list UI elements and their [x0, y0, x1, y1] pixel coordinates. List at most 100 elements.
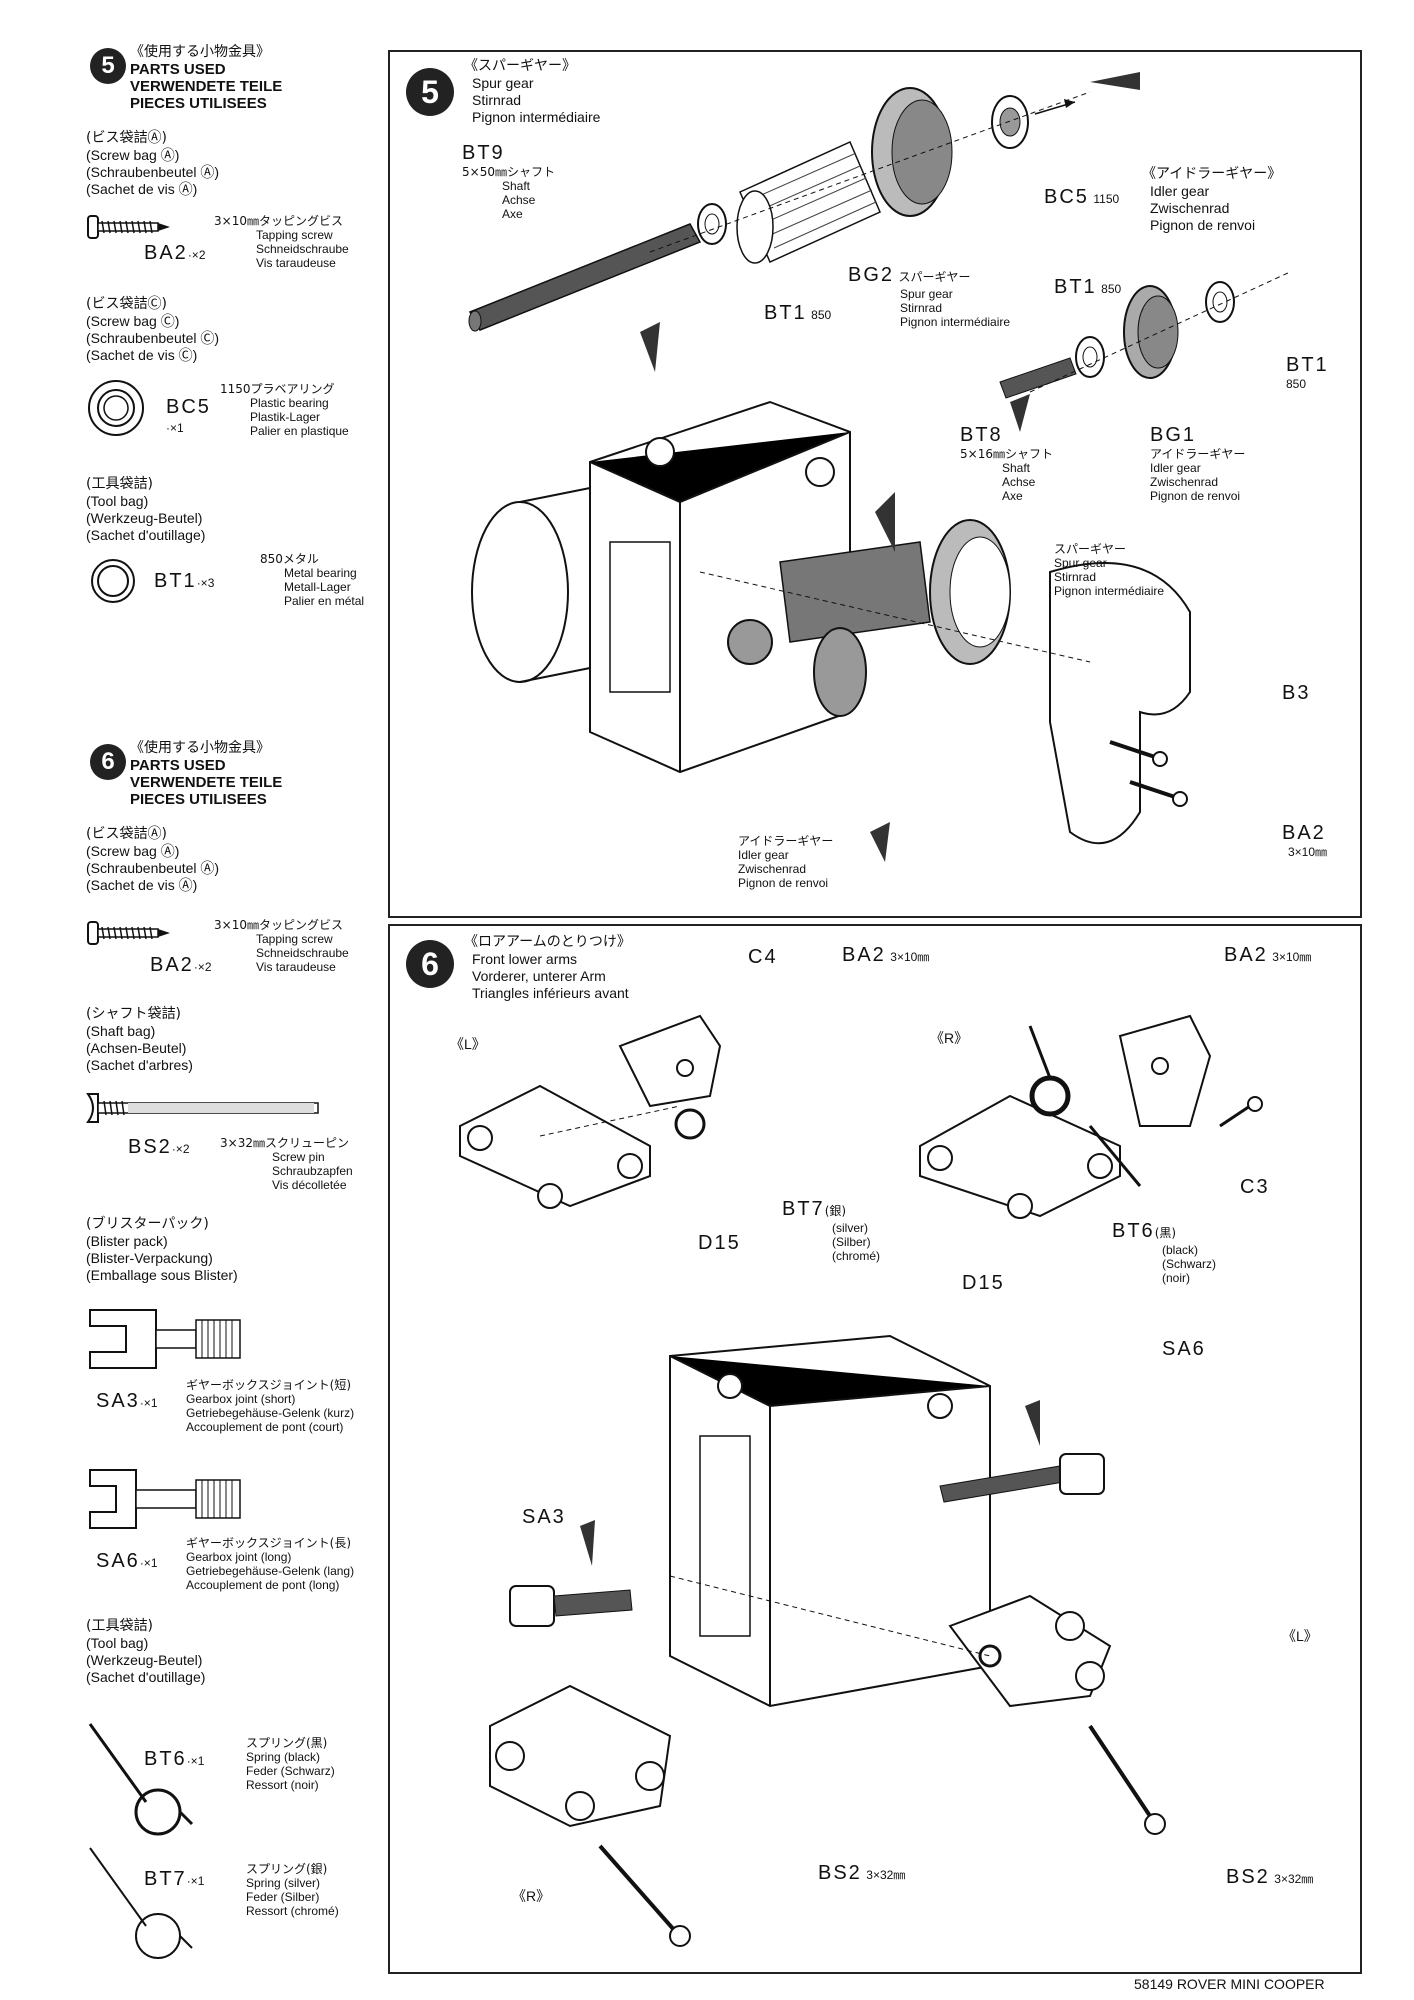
step6-parts-title-jp: 《使用する小物金具》	[130, 740, 270, 756]
ba2-code: BA2·×2	[144, 242, 206, 265]
part-name-fr: Pignon intermédiaire	[1054, 584, 1165, 598]
part-spec-jp: (銀)	[824, 1204, 847, 1218]
bag-label-jp: (工具袋詰)	[86, 1618, 153, 1634]
part-name-fr: Pignon de renvoi	[738, 876, 829, 890]
gearbox-joint-long-icon	[89, 1469, 241, 1529]
label-bt7: BT7(銀) (silver) (Silber) (chromé)	[782, 1198, 880, 1263]
page-footer: 58149 ROVER MINI COOPER	[1134, 1976, 1325, 1992]
part-name-fr: Ressort (chromé)	[246, 1904, 339, 1918]
sa6-part-info: ギヤーボックスジョイント(長) Gearbox joint (long) Get…	[186, 1536, 354, 1592]
step5-idler-title: 《アイドラーギヤー》 Idler gear Zwischenrad Pignon…	[1142, 166, 1281, 234]
bt1-code: BT1·×3	[154, 570, 214, 593]
bag-label-fr: (Sachet d'arbres)	[86, 1057, 193, 1073]
part-name-fr: Vis décolletée	[272, 1178, 347, 1192]
screw-pin-icon	[86, 1093, 319, 1123]
part-name-fr: Pignon de renvoi	[1150, 489, 1241, 503]
part-spec-jp: 5×16㎜シャフト	[960, 447, 1053, 461]
bag-label-en: (Screw bag Ⓒ)	[86, 313, 180, 329]
label-sa6: SA6	[1162, 1338, 1206, 1360]
part-name-en: (black)	[1162, 1243, 1199, 1257]
title-en: Idler gear	[1150, 183, 1210, 199]
step6-parts-title-de: VERWENDETE TEILE	[130, 774, 283, 791]
part-name-de: Stirnrad	[900, 301, 943, 315]
part-name-de: Schneidschraube	[256, 242, 349, 256]
bt6-code: BT6·×1	[144, 1748, 204, 1771]
part-name-fr: Ressort (noir)	[246, 1778, 319, 1792]
label-bt9: BT9 5×50㎜シャフト Shaft Achse Axe	[462, 142, 555, 221]
step5-number-badge: 5	[90, 48, 126, 84]
title-en: Front lower arms	[472, 951, 578, 967]
part-spec: 3×10㎜	[1288, 845, 1328, 859]
part-name-de: Schneidschraube	[256, 946, 349, 960]
step6-parts-header: 《使用する小物金具》 PARTS USED VERWENDETE TEILE P…	[130, 740, 282, 808]
bag-label-jp: (工具袋詰)	[86, 476, 153, 492]
gearbox-housing-drawing	[471, 400, 1191, 862]
part-code: BT7	[144, 1868, 187, 1890]
label-bt6: BT6(黒) (black) (Schwarz) (noir)	[1112, 1220, 1216, 1285]
spring-silver-icon	[89, 1847, 193, 1959]
sa6-code: SA6·×1	[96, 1550, 158, 1573]
title-jp: 《ロアアームのとりつけ》	[464, 934, 631, 950]
bag-label-de: (Schraubenbeutel Ⓐ)	[86, 860, 220, 876]
part-spec: 3×32㎜	[866, 1868, 906, 1882]
step5-parts-header: 《使用する小物金具》 PARTS USED VERWENDETE TEILE P…	[130, 44, 282, 112]
part-note: 850	[811, 308, 832, 322]
bag-label-en: (Shaft bag)	[86, 1023, 156, 1039]
part-spec: 3×10㎜	[1272, 950, 1312, 964]
part-code: BT1	[154, 570, 197, 592]
bag-label-en: (Screw bag Ⓐ)	[86, 147, 180, 163]
step6-blister-label: (ブリスターパック) (Blister pack) (Blister-Verpa…	[86, 1216, 238, 1284]
step5-panel-title: 《スパーギヤー》 Spur gear Stirnrad Pignon inter…	[464, 58, 600, 126]
part-code: BT1	[1054, 276, 1097, 298]
bag-label-en: (Tool bag)	[86, 493, 149, 509]
step5-parts-title-de: VERWENDETE TEILE	[130, 78, 283, 95]
bt1-part-info: 850メタル Metal bearing Metall-Lager Palier…	[260, 552, 364, 608]
part-name-de: Feder (Schwarz)	[246, 1764, 335, 1778]
bag-label-jp: (ブリスターパック)	[86, 1216, 209, 1232]
part-name-en: Idler gear	[1150, 461, 1201, 475]
label-d15-right: D15	[962, 1272, 1005, 1294]
metal-bearing-icon	[91, 559, 135, 603]
part-name-en: Gearbox joint (short)	[186, 1392, 296, 1406]
label-bt1-a: BT1 850	[764, 302, 831, 325]
step6-assembly-panel: 6 《ロアアームのとりつけ》 Front lower arms Vorderer…	[388, 924, 1362, 1974]
title-jp: 《アイドラーギヤー》	[1142, 166, 1282, 182]
label-bs2-right: BS2 3×32㎜	[1226, 1866, 1313, 1889]
label-c3: C3	[1240, 1176, 1270, 1198]
part-name-de: Stirnrad	[1054, 570, 1097, 584]
step5-tool-bag-label: (工具袋詰) (Tool bag) (Werkzeug-Beutel) (Sac…	[86, 476, 205, 544]
bag-label-jp: (ビス袋詰Ⓒ)	[86, 296, 167, 312]
label-bg2: BG2 スパーギヤー Spur gear Stirnrad Pignon int…	[848, 264, 1010, 329]
part-name-fr: (noir)	[1162, 1271, 1191, 1285]
label-ba2-left: BA2 3×10㎜	[842, 944, 929, 967]
bag-label-de: (Schraubenbeutel Ⓒ)	[86, 330, 220, 346]
step5-screw-bag-a-label: (ビス袋詰Ⓐ) (Screw bag Ⓐ) (Schraubenbeutel Ⓐ…	[86, 130, 219, 198]
title-fr: Pignon de renvoi	[1150, 217, 1256, 233]
part-code: BC5	[166, 396, 211, 418]
part-name-de: (Silber)	[832, 1235, 871, 1249]
part-spec-jp: ギヤーボックスジョイント(短)	[186, 1378, 352, 1392]
step6-panel-title: 《ロアアームのとりつけ》 Front lower arms Vorderer, …	[464, 934, 631, 1002]
bag-label-fr: (Sachet de vis Ⓐ)	[86, 181, 198, 197]
part-code: BS2	[818, 1862, 862, 1884]
bs2-part-info: 3×32㎜スクリューピン Screw pin Schraubzapfen Vis…	[220, 1136, 353, 1192]
title-jp: 《スパーギヤー》	[464, 58, 576, 74]
part-code: BC5	[1044, 186, 1089, 208]
part-name-de: Feder (Silber)	[246, 1890, 320, 1904]
step5-screw-bag-c-label: (ビス袋詰Ⓒ) (Screw bag Ⓒ) (Schraubenbeutel Ⓒ…	[86, 296, 219, 364]
lower-arm-left-drawing	[459, 1014, 722, 1209]
label-bt8: BT8 5×16㎜シャフト Shaft Achse Axe	[960, 424, 1053, 503]
part-code: BT9	[462, 142, 505, 164]
bag-label-fr: (Sachet de vis Ⓒ)	[86, 347, 198, 363]
part-name-fr: Axe	[502, 207, 523, 221]
part-name-fr: Vis taraudeuse	[256, 256, 336, 270]
part-code: BA2	[1282, 822, 1326, 844]
part-name-en: Metal bearing	[284, 566, 357, 580]
step5-parts-title-fr: PIECES UTILISEES	[130, 95, 267, 112]
ba2-part-info: 3×10㎜タッピングビス Tapping screw Schneidschrau…	[214, 918, 349, 974]
part-name-fr: Axe	[1002, 489, 1023, 503]
step6-screw-bag-a-label: (ビス袋詰Ⓐ) (Screw bag Ⓐ) (Schraubenbeutel Ⓐ…	[86, 826, 219, 894]
part-code: SA6	[96, 1550, 140, 1572]
sa3-part-info: ギヤーボックスジョイント(短) Gearbox joint (short) Ge…	[186, 1378, 354, 1434]
part-spec-jp: 850メタル	[260, 552, 319, 566]
